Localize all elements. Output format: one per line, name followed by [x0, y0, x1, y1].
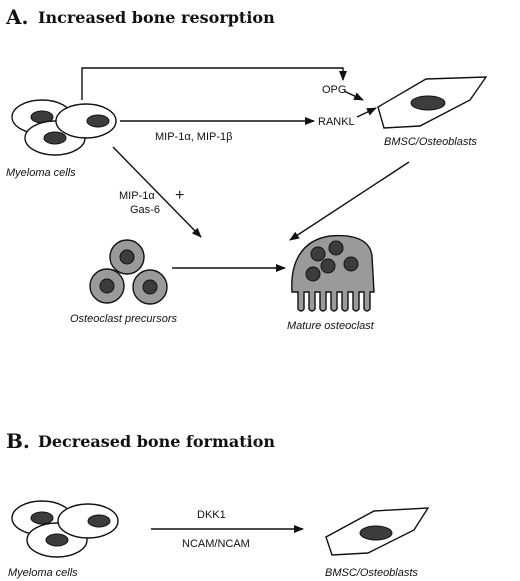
- arrow-opg-to-bmsc: [343, 90, 364, 101]
- mip1a-label: MIP-1α: [119, 190, 155, 202]
- cell-nucleus: [359, 525, 393, 541]
- panel-a-title: Increased bone resorption: [38, 8, 275, 27]
- arrow-myeloma-to-opg: [81, 67, 347, 100]
- myeloma-cells-b: [11, 500, 119, 558]
- cell-nucleus: [43, 131, 67, 145]
- cell-nucleus: [343, 256, 359, 272]
- myeloma-cell: [55, 103, 117, 139]
- cell-nucleus: [310, 246, 326, 262]
- panel-a-letter: A.: [5, 5, 28, 29]
- plus-sign: +: [175, 187, 184, 204]
- cell-nucleus: [30, 511, 54, 525]
- bmsc-caption-a: BMSC/Osteoblasts: [384, 136, 477, 148]
- cell-nucleus: [45, 533, 69, 547]
- dkk1-label: DKK1: [197, 509, 226, 521]
- bmsc-osteoblast-b: [325, 507, 430, 556]
- mature-caption: Mature osteoclast: [287, 320, 375, 332]
- ncam-label: NCAM/NCAM: [182, 538, 250, 550]
- mature-osteoclast: [291, 234, 375, 312]
- arrow-rankl-to-bmsc: [356, 107, 377, 118]
- cell-nucleus: [142, 279, 158, 295]
- arrow-myeloma-to-precursors: [112, 146, 202, 238]
- cell-nucleus: [410, 95, 446, 111]
- bmsc-caption-b: BMSC/Osteoblasts: [325, 567, 418, 579]
- gas6-label: Gas-6: [130, 204, 160, 216]
- rankl-label: RANKL: [318, 116, 355, 128]
- myeloma-caption-b: Myeloma cells: [8, 567, 78, 579]
- myeloma-caption-a: Myeloma cells: [6, 167, 76, 179]
- opg-label: OPG: [322, 84, 346, 96]
- mip-pair-label: MIP-1α, MIP-1β: [155, 131, 232, 143]
- cell-nucleus: [320, 258, 336, 274]
- bmsc-osteoblast-a: [377, 76, 488, 129]
- cell-nucleus: [86, 114, 110, 128]
- cell-nucleus: [119, 249, 135, 265]
- panel-b-letter: B.: [6, 429, 30, 453]
- cell-nucleus: [305, 266, 321, 282]
- panel-b-title: Decreased bone formation: [38, 432, 275, 451]
- cell-nucleus: [328, 240, 344, 256]
- cell-nucleus: [99, 278, 115, 294]
- osteoclast-precursors: [89, 239, 168, 305]
- arrow-bmsc-to-mature-osteoclast: [289, 161, 410, 241]
- myeloma-cells-a: [11, 99, 117, 156]
- precursor-caption: Osteoclast precursors: [70, 313, 177, 325]
- cell-nucleus: [87, 514, 111, 528]
